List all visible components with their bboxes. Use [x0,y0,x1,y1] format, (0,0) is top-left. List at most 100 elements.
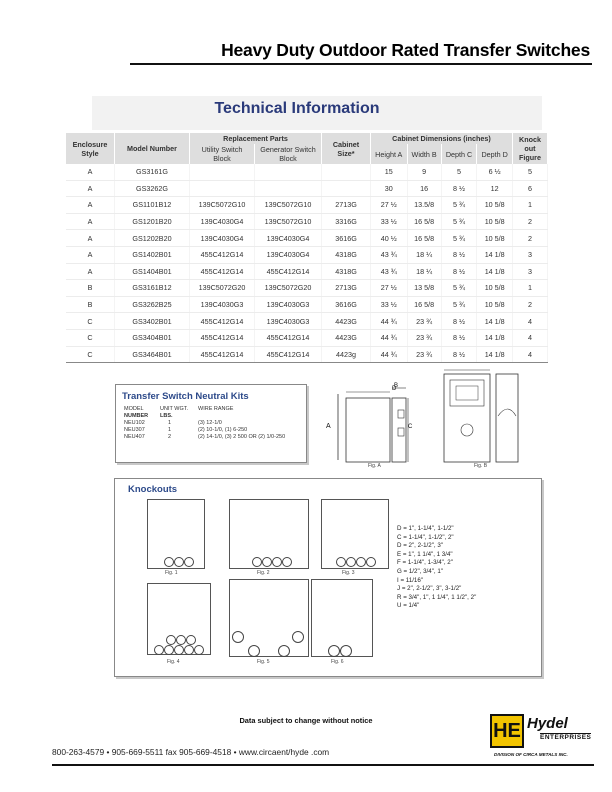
cell-figure: 3 [512,263,548,281]
cell-depth-d: 10 5/8 [476,196,513,214]
cell-figure: 3 [512,246,548,264]
cell-cabinet [321,164,371,181]
cell-generator: 139C4030G4 [254,229,322,247]
cell-width: 16 5/8 [407,213,442,231]
dim-label-c: C [408,424,413,430]
cell-height: 30 [370,180,408,198]
cell-height: 44 ¾ [370,312,408,330]
cell-depth-c: 8 ½ [441,246,478,264]
kit-model: NEU102 [124,420,145,426]
cell-utility: 139C5072G10 [189,196,255,214]
knockout-group [292,630,304,648]
knockout-circle [340,645,352,657]
kit-weight: 1 [168,427,172,433]
cell-utility: 139C4030G4 [189,229,255,247]
legend-item: I = 11/16" [397,576,423,584]
dim-label-b: B [394,383,399,389]
kit-wire: (3) 12-1/0 [198,420,222,426]
knockout-circle [272,557,282,567]
knockout-circle [278,645,291,657]
cell-figure: 2 [512,229,548,247]
cell-utility: 139C5072G20 [189,279,255,297]
cell-depth-d: 14 1/8 [476,346,513,364]
cell-style: B [66,296,115,314]
cell-depth-c: 5 [441,164,478,181]
legend-item: J = 2", 2-1/2", 3", 3-1/2" [397,585,462,593]
kit-model: NEU307 [124,427,145,433]
cell-generator: 139C4030G3 [254,312,322,330]
cell-style: A [66,213,115,231]
legend-item: E = 1", 1 1/4", 1 3/4" [397,550,453,558]
cell-width: 18 ¼ [407,263,442,281]
cell-height: 27 ½ [370,196,408,214]
kit-header-lbs: LBS. [160,413,173,419]
knockout-figure-3 [321,499,389,569]
cell-depth-c: 5 ¾ [441,296,478,314]
fig-3-label: Fig. 3 [342,570,355,576]
knockout-circle [262,557,272,567]
fig-6-label: Fig. 6 [331,659,344,665]
cell-utility: 455C412G14 [189,312,255,330]
cell-height: 27 ½ [370,279,408,297]
cell-model: GS1202B20 [114,229,190,247]
knockouts-panel: Knockouts Fig. 1 Fig. 2 Fig. 3 Fig. 4 F [114,478,542,677]
knockout-circle [164,645,174,655]
knockout-group [336,554,376,572]
neutral-kits-title: Transfer Switch Neutral Kits [122,391,249,402]
kit-header-number: NUMBER [124,413,149,419]
cell-generator: 139C5072G10 [254,196,322,214]
cell-style: A [66,263,115,281]
cell-figure: 4 [512,312,548,330]
cell-height: 33 ½ [370,296,408,314]
cell-height: 43 ¾ [370,246,408,264]
knockout-group [166,632,196,650]
cell-width: 13 5/8 [407,279,442,297]
knockout-circle [154,645,164,655]
cell-model: GS1402B01 [114,246,190,264]
cell-generator: 455C412G14 [254,329,322,347]
cell-depth-d: 6 ½ [476,164,513,181]
cell-width: 23 ¾ [407,346,442,364]
knockout-circle [166,635,176,645]
knockout-circle [292,631,304,643]
cell-height: 40 ½ [370,229,408,247]
cell-style: B [66,279,115,297]
cell-height: 15 [370,164,408,181]
header-depth-c: Depth C [441,144,478,164]
cell-model: GS1101B12 [114,196,190,214]
cell-depth-c: 8 ½ [441,329,478,347]
cell-width: 13.5/8 [407,196,442,214]
cell-depth-d: 12 [476,180,513,198]
knockout-circle [184,645,194,655]
cell-depth-c: 5 ¾ [441,279,478,297]
cell-figure: 2 [512,296,548,314]
header-replacement: Replacement Parts [189,133,322,144]
cell-depth-d: 14 1/8 [476,263,513,281]
knockout-circle [346,557,356,567]
knockout-circle [176,635,186,645]
cell-width: 23 ¾ [407,312,442,330]
knockout-group [248,644,291,662]
header-depth-d: Depth D [476,144,513,164]
cell-cabinet: 4318G [321,246,371,264]
knockout-group [154,642,204,660]
cell-cabinet [321,180,371,198]
knockout-circle [366,557,376,567]
disclaimer: Data subject to change without notice [239,716,373,725]
title-rule [130,63,592,65]
kit-weight: 2 [168,434,172,440]
header-utility: Utility Switch Block [189,144,255,164]
enclosure-figure-b [443,369,519,463]
kit-wire: (2) 14-1/0, (3) 2 500 OR (2) 1/0-250 [198,434,286,440]
cell-figure: 4 [512,346,548,364]
header-cabinet: Cabinet Size* [321,133,371,164]
company-logo-division: DIVISION OF CIRCA METALS INC. [494,752,568,757]
legend-item: R = 3/4", 1", 1 1/4", 1 1/2", 2" [397,593,477,601]
cell-generator [254,180,322,198]
cell-figure: 1 [512,279,548,297]
